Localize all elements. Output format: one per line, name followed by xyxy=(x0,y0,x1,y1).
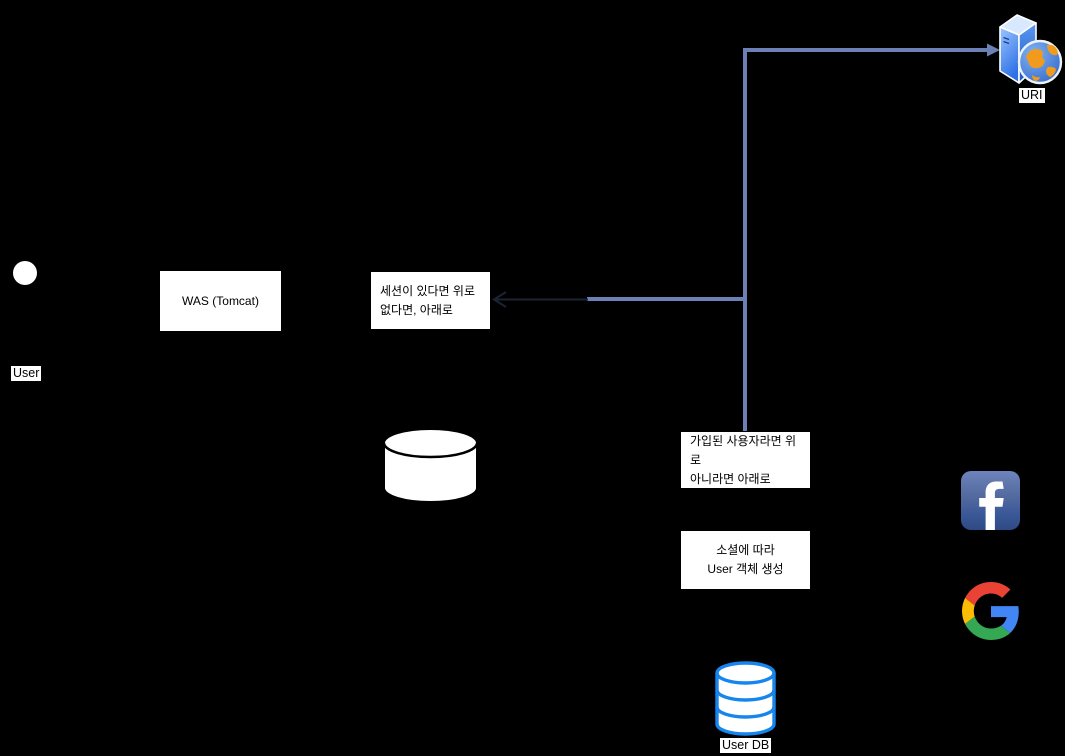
google-g-green xyxy=(965,616,1011,640)
edge-to-session-open-arrowhead xyxy=(492,291,507,308)
userdb-band-mid xyxy=(715,689,776,702)
signup-decision-box: 가입된 사용자라면 위로 아니라면 아래로 xyxy=(681,432,810,488)
cylinder-top-arc xyxy=(382,442,479,459)
server-vents xyxy=(1003,36,1010,45)
facebook-icon xyxy=(961,471,1020,530)
social-user-object-box: 소셜에 따라 User 객체 생성 xyxy=(681,531,810,589)
signup-decision-line2: 아니라면 아래로 xyxy=(690,471,771,486)
session-decision-line2: 없다면, 아래로 xyxy=(380,302,453,317)
was-tomcat-label: WAS (Tomcat) xyxy=(182,293,259,308)
actor-icon xyxy=(13,261,37,285)
google-g-red xyxy=(965,582,1011,606)
edge-to-uri-arrowhead xyxy=(987,43,1000,57)
google-icon xyxy=(962,582,1019,640)
signup-decision-line1: 가입된 사용자라면 위로 xyxy=(690,433,797,467)
globe-continents xyxy=(1026,44,1058,81)
userdb-band-top xyxy=(715,672,776,685)
database-stack-icon xyxy=(715,661,776,736)
social-user-object-line1: 소셜에 따라 xyxy=(716,543,775,557)
session-decision-box: 세션이 있다면 위로 없다면, 아래로 xyxy=(371,272,490,329)
cylinder-body xyxy=(383,428,478,503)
user-db-label: User DB xyxy=(720,738,772,753)
globe xyxy=(1017,39,1063,85)
social-user-object-line2: User 객체 생성 xyxy=(707,562,784,576)
session-decision-line1: 세션이 있다면 위로 xyxy=(380,283,475,298)
was-tomcat-box: WAS (Tomcat) xyxy=(160,271,281,331)
server-tower-front xyxy=(999,26,1020,84)
facebook-f-glyph xyxy=(979,481,1004,530)
database-cylinder-icon xyxy=(382,428,479,503)
edge-to-uri xyxy=(743,48,988,431)
google-g-blue xyxy=(991,606,1019,633)
uri-server-label: URI xyxy=(1019,88,1045,103)
userdb-band-bottom xyxy=(715,706,776,719)
google-g-yellow xyxy=(962,597,975,625)
user-actor-label: User xyxy=(11,366,42,381)
web-server-globe-icon xyxy=(999,14,1063,85)
